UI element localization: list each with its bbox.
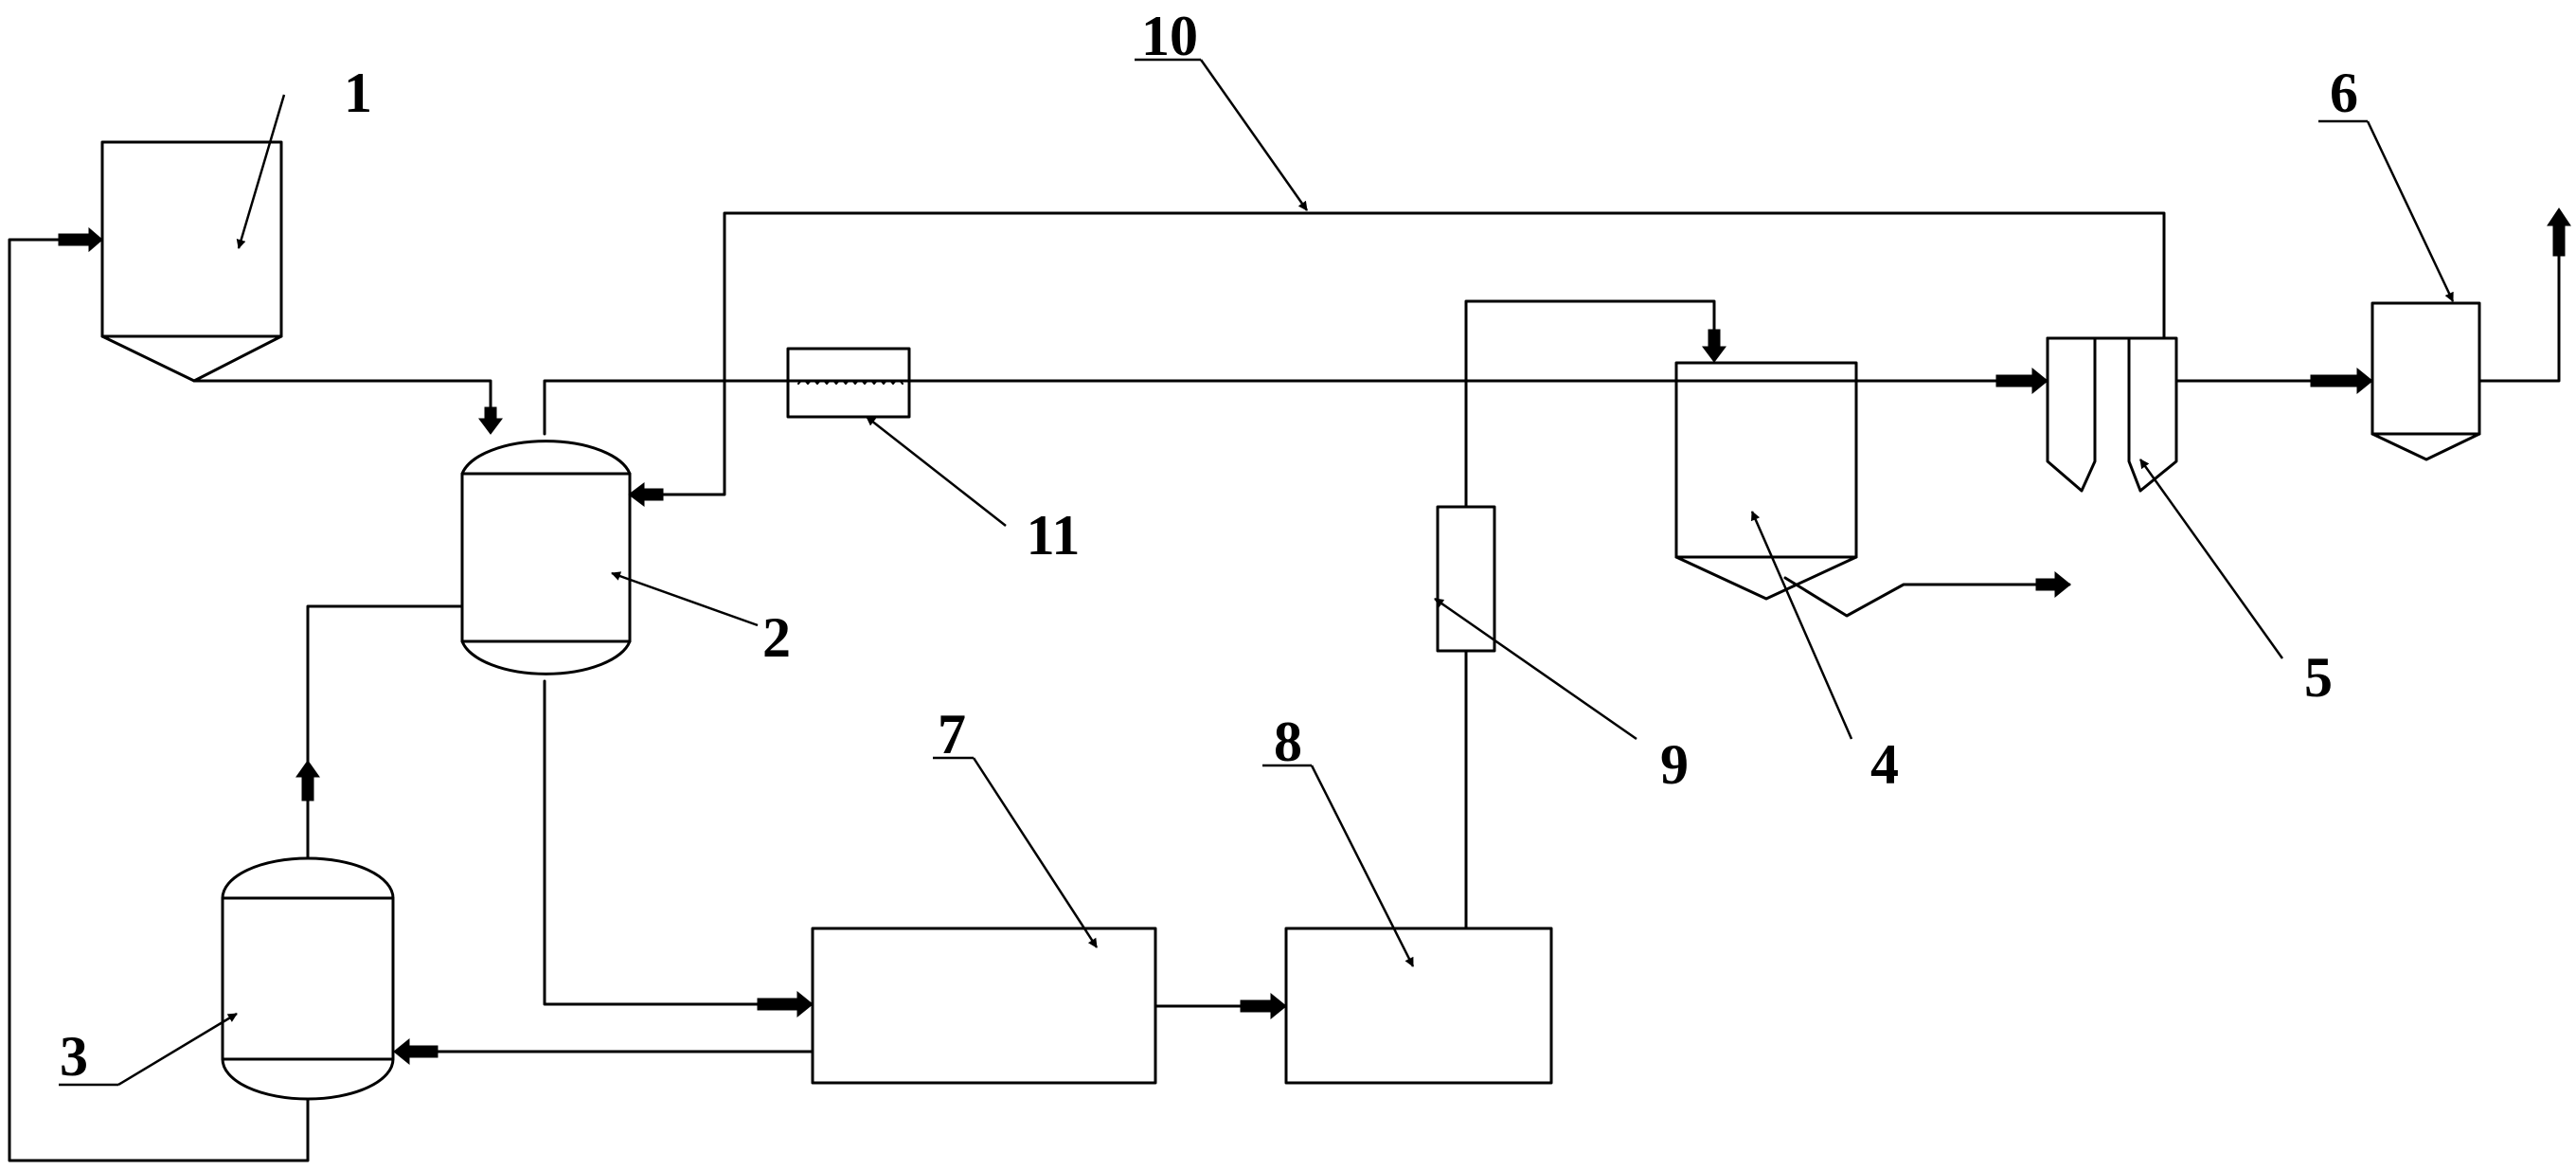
- leader-3: [117, 1012, 238, 1087]
- arrow-into-reactor-top: [478, 406, 503, 435]
- label-11: 11: [1027, 504, 1081, 567]
- label-4: 4: [1870, 733, 1899, 796]
- label-1: 1: [344, 62, 372, 124]
- arrow-into-hopper6: [2310, 367, 2373, 395]
- arrow-into-unit8: [1240, 992, 1287, 1020]
- line-tank4-discharge: [1783, 576, 2071, 618]
- equipment-9-unit: [1436, 505, 1496, 653]
- leader-7: [972, 757, 1099, 948]
- equipment-5-filter: [2046, 336, 2178, 493]
- line-hopper6-outlet: [2478, 224, 2561, 383]
- equipment-3-vessel: [221, 856, 395, 1101]
- leader-6: [2366, 120, 2455, 302]
- leader-11: [866, 416, 1007, 527]
- label-10: 10: [1141, 5, 1198, 67]
- line-hopper-to-reactor: [192, 379, 492, 419]
- label-7: 7: [938, 703, 966, 765]
- arrow-tank4-discharge: [2035, 570, 2071, 599]
- arrow-up-from-vessel3: [295, 760, 320, 801]
- arrow-outlet-up: [2547, 207, 2571, 257]
- leader-8: [1310, 765, 1415, 967]
- equipment-6-hopper: [2370, 301, 2481, 461]
- arrow-into-unit7: [757, 990, 814, 1018]
- line-vessel3-to-hopper1: [8, 238, 310, 1162]
- equipment-7-unit: [811, 927, 1157, 1085]
- equipment-1-hopper: [100, 140, 283, 383]
- leader-5: [2138, 459, 2284, 659]
- arrow-into-vessel3: [393, 1037, 438, 1066]
- line-reactor-to-unit7: [543, 679, 802, 1006]
- line-recycle-10: [642, 211, 2166, 496]
- equipment-11-heater: [786, 347, 911, 419]
- equipment-2-reactor: [460, 440, 632, 675]
- label-5: 5: [2304, 646, 2333, 709]
- arrow-into-hopper1: [58, 226, 103, 253]
- leader-2: [611, 571, 759, 627]
- line-unit9-to-tank4: [1464, 299, 1716, 509]
- leader-10: [1199, 59, 1309, 211]
- label-6: 6: [2330, 62, 2358, 124]
- leader-lines: [59, 58, 2455, 1087]
- flow-arrows: [58, 207, 2571, 1066]
- label-8: 8: [1274, 711, 1302, 773]
- number-labels: 1 2 3 4 5 6 7 8 9 10 11: [60, 5, 2358, 1088]
- label-9: 9: [1660, 733, 1689, 796]
- arrow-into-filter: [1995, 367, 2048, 395]
- label-3: 3: [60, 1025, 88, 1088]
- label-2: 2: [762, 606, 791, 669]
- leader-1: [236, 94, 286, 249]
- line-reactor-to-vessel3: [306, 604, 464, 779]
- arrow-into-tank4: [1702, 329, 1726, 363]
- line-reactor-main-header: [543, 379, 2049, 436]
- arrow-recycle-into-reactor: [628, 482, 664, 507]
- equipment-8-unit: [1284, 927, 1553, 1085]
- leader-4: [1750, 511, 1853, 740]
- leader-9: [1434, 597, 1637, 741]
- equipment-4-settling-tank: [1674, 361, 1858, 601]
